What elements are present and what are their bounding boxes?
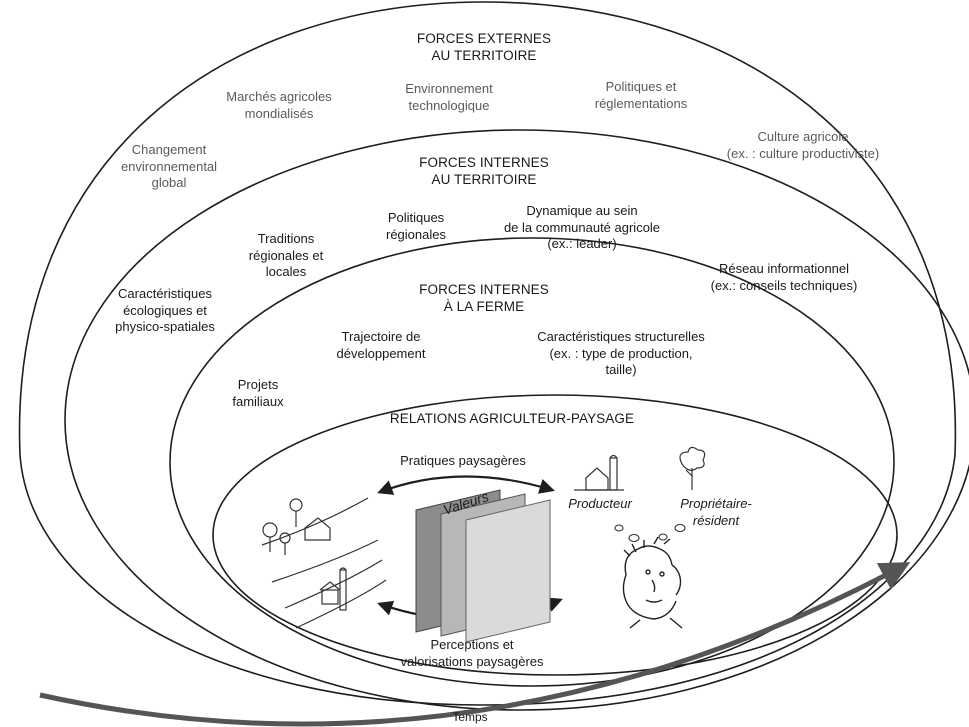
label-information-network: Réseau informationnel (ex.: conseils tec… [710,261,858,293]
time-label: Temps [452,710,488,724]
farm-forces-title: FORCES INTERNES À LA FERME [419,282,549,315]
ring-relations [212,394,898,676]
relations-title: RELATIONS AGRICULTEUR-PAYSAGE [389,411,635,426]
label-ecological-characteristics: Caractéristiques écologiques et physico-… [115,286,215,335]
nested-rings [18,1,969,711]
internal-territory-title: FORCES INTERNES AU TERRITOIRE [419,155,549,188]
values-panels [415,489,551,643]
label-owner-resident: Propriétaire- résident [680,496,752,528]
label-development-trajectory: Trajectoire de développement [336,329,426,361]
label-regional-policies: Politiques régionales [386,210,446,242]
label-global-environmental-change: Changement environnemental global [120,142,218,191]
producer-farm-icon [574,454,624,491]
label-policies-regulations: Politiques et réglementations [594,79,688,111]
ring-external [18,1,957,706]
ring-farm [169,237,895,687]
label-technology: Environnement technologique [405,81,493,113]
ring-internal-territory [64,129,969,711]
practices-arrow [377,475,555,495]
landscape-illustration-icon [261,497,387,629]
time-arrow [39,562,911,727]
label-landscape-practices: Pratiques paysagères [400,453,526,468]
label-structural-characteristics: Caractéristiques structurelles (ex. : ty… [537,329,705,378]
label-regional-traditions: Traditions régionales et locales [248,231,324,280]
external-forces-title: FORCES EXTERNES AU TERRITOIRE [416,31,552,64]
owner-tree-icon [679,446,706,490]
person-head-icon [622,536,683,629]
label-family-projects: Projets familiaux [232,377,284,409]
label-agricultural-culture: Culture agricole (ex. : culture producti… [726,129,880,161]
label-global-markets: Marchés agricoles mondialisés [226,89,332,121]
label-perceptions: Perceptions et valorisations paysagères [400,637,544,669]
label-producer: Producteur [568,496,632,511]
thought-bubbles [614,523,686,543]
label-community-dynamics: Dynamique au sein de la communauté agric… [503,203,661,252]
